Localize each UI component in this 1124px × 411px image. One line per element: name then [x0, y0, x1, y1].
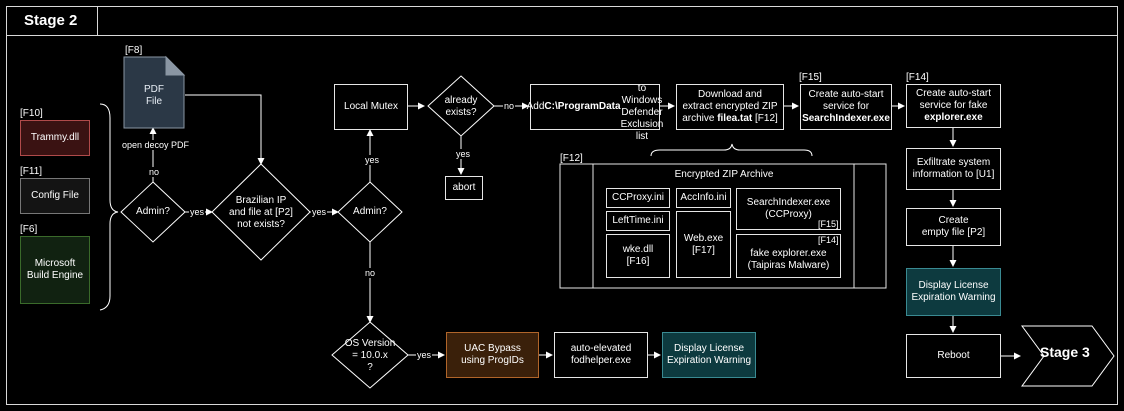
zip-web-exe: Web.exe [F17]	[676, 211, 731, 278]
zip-accinfo-ini: AccInfo.ini	[676, 188, 731, 208]
license-warning-box-1: Display License Expiration Warning	[906, 268, 1001, 316]
pdf-fold	[165, 55, 186, 76]
label-yes-admin1: yes	[189, 207, 206, 217]
tag-f8: [F8]	[125, 45, 143, 56]
diamond-already	[427, 75, 495, 137]
brazil-label: Brazilian IP and file at [P2] not exists…	[229, 195, 293, 230]
label-yes-brazil: yes	[311, 207, 328, 217]
tag-f14: [F14]	[906, 72, 929, 83]
label-yes-already: yes	[455, 149, 472, 159]
zip-lefttime-ini: LeftTime.ini	[606, 211, 670, 231]
zip-searchindexer-exe: SearchIndexer.exe (CCProxy)	[736, 188, 841, 230]
download-zip-box: Download and extract encrypted ZIP archi…	[676, 84, 784, 130]
msbuild-engine-box: Microsoft Build Engine	[20, 236, 90, 304]
admin1-label: Admin?	[136, 206, 170, 217]
searchindexer-service-box: Create auto-start service for SearchInde…	[800, 84, 892, 130]
defender-exclusion-box: Add C:\ProgramData to Windows Defender E…	[526, 83, 664, 142]
config-file-box: Config File	[20, 178, 90, 214]
zip-f15-tag: [F15]	[818, 219, 839, 229]
exfiltrate-box: Exfiltrate system information to [U1]	[906, 148, 1001, 190]
label-yes-os: yes	[416, 350, 433, 360]
stage3-chevron	[1021, 325, 1115, 387]
brace-zip	[650, 143, 813, 157]
admin2-label: Admin?	[353, 206, 387, 217]
tag-f10: [F10]	[20, 108, 43, 119]
already-exists-label: already exists?	[444, 95, 478, 118]
diamond-admin2	[337, 181, 403, 243]
zip-f14-tag: [F14]	[818, 235, 839, 245]
tag-f15: [F15]	[799, 72, 822, 83]
os-version-label: OS Version = 10.0.x ?	[344, 338, 396, 373]
license-warning-box-2: Display License Expiration Warning	[662, 332, 756, 378]
zip-archive-title: Encrypted ZIP Archive	[674, 169, 774, 180]
label-no-admin2: no	[364, 268, 377, 278]
empty-file-box: Create empty file [P2]	[906, 208, 1001, 246]
arrow-pdf-to-brazil	[185, 94, 265, 165]
fodhelper-box: auto-elevated fodhelper.exe	[554, 332, 648, 378]
pdf-file-label: PDF File	[144, 84, 164, 107]
diagram-frame	[6, 36, 1118, 405]
tag-f12: [F12]	[560, 153, 583, 164]
label-no-already: no	[503, 101, 516, 111]
zip-ccproxy-ini: CCProxy.ini	[606, 188, 670, 208]
label-open-decoy-pdf: open decoy PDF	[121, 140, 191, 150]
trammy-dll-box: Trammy.dll	[20, 120, 90, 156]
uac-bypass-box: UAC Bypass using ProgIDs	[446, 332, 539, 378]
diamond-admin1	[120, 181, 186, 243]
diamond-brazil	[211, 163, 311, 261]
tag-f11: [F11]	[20, 166, 43, 177]
zip-fake-explorer-exe: fake explorer.exe (Taipiras Malware)	[736, 234, 841, 278]
diamond-os	[331, 321, 409, 389]
reboot-box: Reboot	[906, 334, 1001, 378]
abort-box: abort	[445, 176, 483, 200]
local-mutex-box: Local Mutex	[334, 84, 408, 130]
explorer-service-box: Create auto-start service for fake explo…	[906, 84, 1001, 128]
stage-header-bar	[6, 6, 1118, 36]
stage3-label: Stage 3	[1040, 344, 1090, 360]
stage-title: Stage 2	[6, 6, 98, 36]
tag-f6: [F6]	[20, 224, 38, 235]
zip-archive-frame	[559, 163, 887, 289]
zip-wke-dll: wke.dll [F16]	[606, 234, 670, 278]
label-yes-admin2: yes	[364, 155, 381, 165]
brace-left	[99, 103, 119, 311]
label-no-admin1: no	[148, 167, 161, 177]
